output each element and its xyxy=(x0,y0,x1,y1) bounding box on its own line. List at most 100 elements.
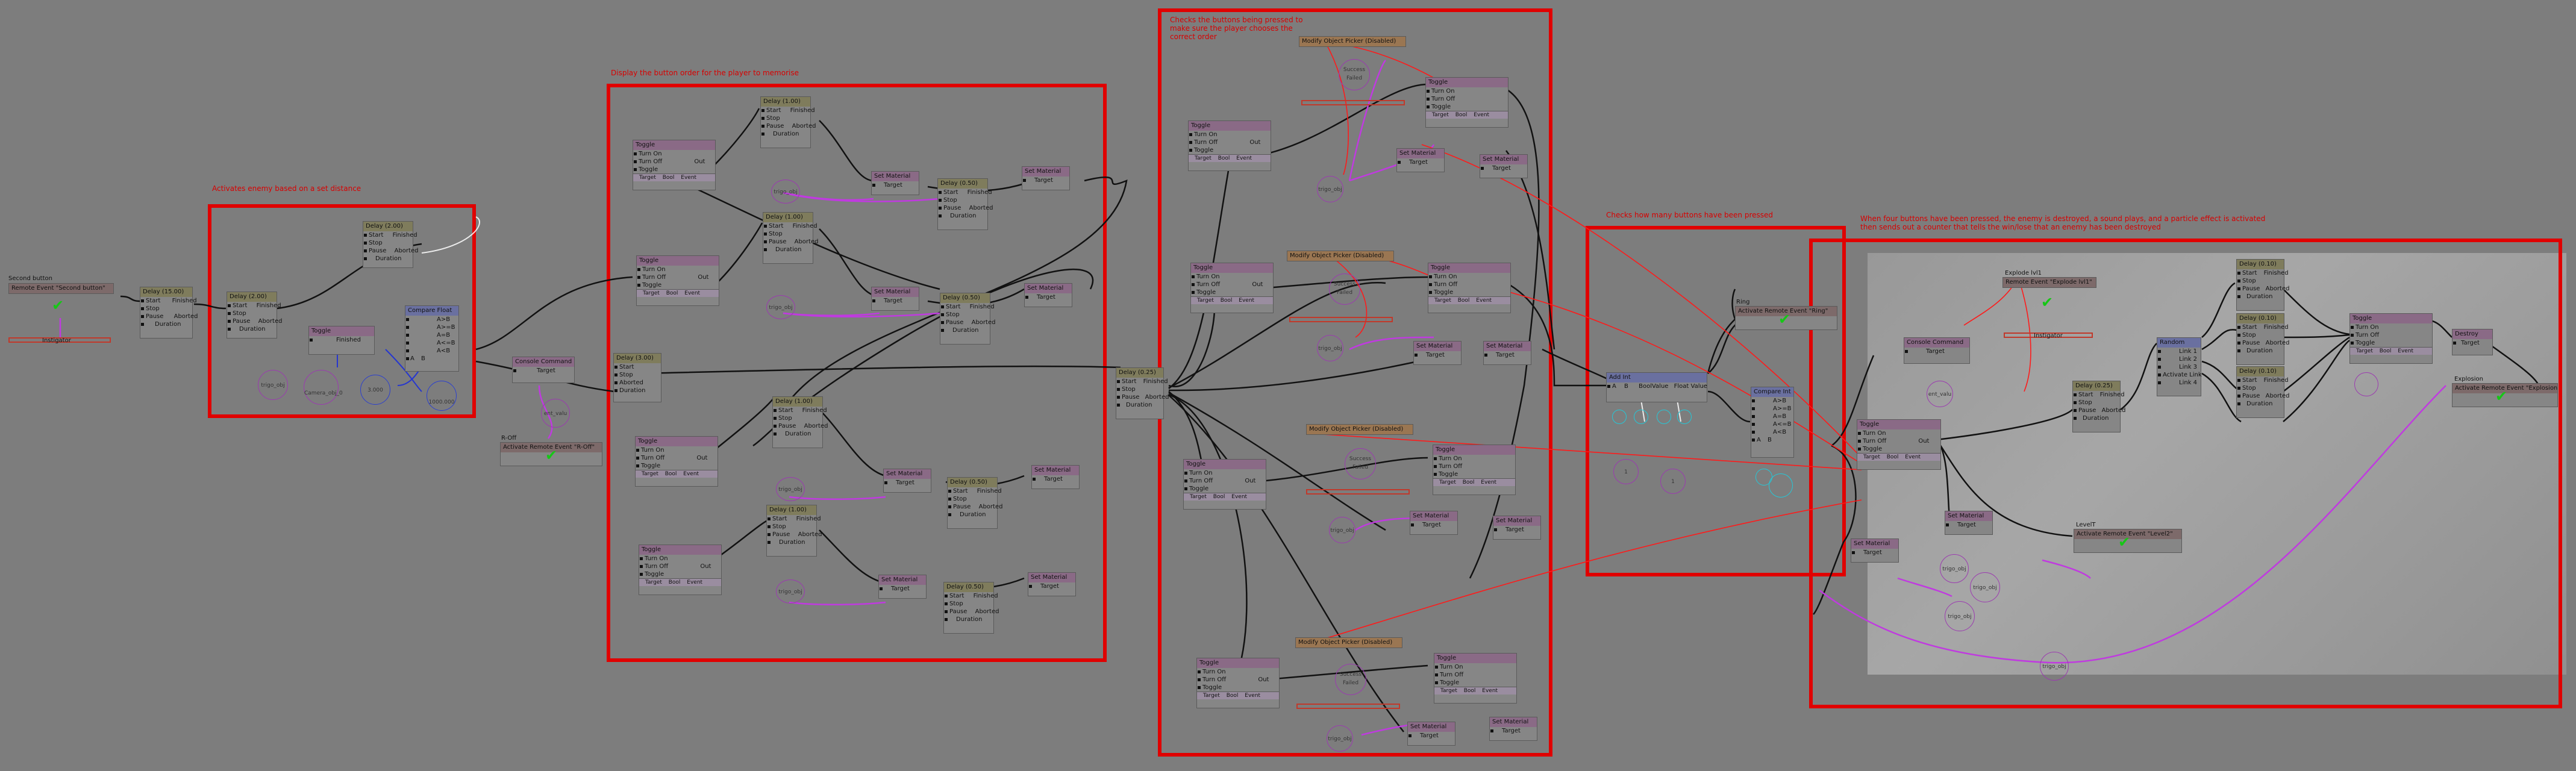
pin-start[interactable]: Start Finished xyxy=(2237,269,2289,277)
activate-remote-level2[interactable]: Activate Remote Event "Level2" xyxy=(2074,529,2182,553)
trigger-obj-var[interactable]: trigo_obj xyxy=(258,370,288,400)
console-command-node-2[interactable]: Console Command Target xyxy=(1904,337,1970,364)
display-toggle-1[interactable]: Toggle Turn On Turn Off Out Toggle Targe… xyxy=(633,140,716,190)
pin-target[interactable]: Target xyxy=(1408,732,1455,740)
pin-turn-off[interactable]: Turn Off xyxy=(1433,463,1515,470)
pin-target[interactable]: Target xyxy=(1025,293,1072,301)
pin-toggle[interactable]: Toggle xyxy=(1189,146,1271,154)
pin-toggle[interactable]: Toggle xyxy=(637,281,719,289)
pin-stop[interactable]: Stop xyxy=(767,523,816,531)
delay-15-node[interactable]: Delay (15.00) Start Finished Stop Pause … xyxy=(140,287,198,339)
pin-target[interactable]: Target xyxy=(1484,351,1531,359)
pin-stop[interactable]: Stop xyxy=(948,495,997,503)
pin-pause[interactable]: Aborted xyxy=(614,379,661,387)
pin-toggle[interactable]: Toggle xyxy=(639,570,721,578)
pin-turn-on[interactable]: Turn On xyxy=(1184,469,1266,477)
delay-3-node[interactable]: Delay (3.00) Start Stop Aborted Duration xyxy=(613,353,661,402)
check-toggle-left-2[interactable]: Toggle Turn On Turn Off Out Toggle Targe… xyxy=(1190,263,1274,313)
trigger-var-d3[interactable]: trigo_obj xyxy=(776,477,805,501)
pin-start[interactable]: Start Finished xyxy=(948,487,1002,495)
delay-d4b[interactable]: Delay (0.50) Start Finished Stop Pause A… xyxy=(943,582,999,634)
pin-turn-on[interactable]: Turn On xyxy=(1428,273,1510,281)
pin-pause[interactable]: Pause Aborted xyxy=(763,238,818,246)
pin-target[interactable]: Target xyxy=(872,181,919,189)
display-delay-3[interactable]: Delay (1.00) Start Finished Stop Pause A… xyxy=(772,396,828,448)
pin-link4[interactable]: Link 4 xyxy=(2157,379,2201,387)
int-var-4[interactable] xyxy=(1677,410,1692,424)
pin-a-b[interactable]: A B xyxy=(1751,436,1793,444)
pin-duration[interactable]: Duration xyxy=(2237,347,2284,355)
pin-turn-on[interactable]: Turn On xyxy=(2350,323,2432,331)
check-toggle-right-1[interactable]: Toggle Turn On Turn Off Toggle Target Bo… xyxy=(1425,77,1508,128)
remote-event-second-button[interactable]: Remote Event "Second button" xyxy=(8,283,114,294)
pin-ab[interactable]: A B xyxy=(405,355,458,363)
pin-start[interactable]: Start Finished xyxy=(761,107,815,114)
pin-duration[interactable]: Duration xyxy=(140,320,192,328)
pin-start[interactable]: Start Finished xyxy=(767,515,821,523)
pin-duration[interactable]: Duration xyxy=(1116,401,1163,409)
check-toggle-right-3[interactable]: Toggle Turn On Turn Off Toggle Target Bo… xyxy=(1433,445,1516,495)
check-set-material-2a[interactable]: Set Material Target xyxy=(1413,341,1462,365)
add-int-node[interactable]: Add Int A B BoolValue Float Value xyxy=(1606,372,1707,402)
compare-float-node[interactable]: Compare Float A>B A>=B A=B A<=B A<B A B xyxy=(405,305,459,372)
pin-pause[interactable]: Pause Aborted xyxy=(227,317,282,325)
pin-pause[interactable]: Pause Aborted xyxy=(940,319,995,326)
rand-obj-var[interactable] xyxy=(2354,372,2378,396)
pin-duration[interactable]: Duration xyxy=(227,325,277,333)
pin-target[interactable]: Target xyxy=(1945,521,1992,529)
pin-toggle[interactable]: Toggle xyxy=(1428,289,1510,296)
pin-ab[interactable]: A>B xyxy=(1751,397,1793,405)
pin-turn-off[interactable]: Turn Off Out xyxy=(1197,676,1279,684)
activate-remote-ring[interactable]: Activate Remote Event "Ring" xyxy=(1735,306,1837,330)
pin-turn-off[interactable]: Turn Off xyxy=(1428,281,1510,289)
pin-turn-off[interactable]: Turn Off Out xyxy=(639,563,721,570)
pin-turn-on[interactable]: Turn On xyxy=(1426,87,1508,95)
trigger-var-d2[interactable]: trigo_obj xyxy=(766,295,795,319)
pin-start[interactable]: Start Finished xyxy=(940,303,995,311)
delay-link-node[interactable]: Delay (0.25) Start Finished Stop Pause A… xyxy=(1116,367,1169,419)
pin-link1[interactable]: Link 1 xyxy=(2157,348,2201,355)
delay-final-node[interactable]: Delay (0.25) Start Finished Stop Pause A… xyxy=(2072,381,2125,432)
pin-stop[interactable]: Stop xyxy=(773,414,822,422)
int-var-compare-b[interactable] xyxy=(1769,473,1793,498)
final-set-material-2[interactable]: Set Material Target xyxy=(1851,538,1899,563)
set-material-d4[interactable]: Set Material Target xyxy=(878,575,927,599)
obj-var-count-1[interactable]: 1 xyxy=(1613,459,1639,484)
pin-stop[interactable]: Stop xyxy=(940,311,990,319)
display-toggle-3[interactable]: Toggle Turn On Turn Off Out Toggle Targe… xyxy=(635,436,718,487)
trigger-var-f1[interactable]: trigo_obj xyxy=(1940,554,1969,583)
pin-start[interactable]: Start xyxy=(614,363,661,371)
delay-2-node-a[interactable]: Delay (2.00) Start Finished Stop Pause A… xyxy=(227,292,282,339)
pin-toggle[interactable]: Toggle xyxy=(1857,445,1940,453)
pin-duration[interactable]: Duration xyxy=(614,387,661,395)
delay-2-node-b[interactable]: Delay (2.00) Start Finished Stop Pause A… xyxy=(363,221,418,268)
pin-b[interactable]: A>=B xyxy=(405,323,458,331)
pin-duration[interactable]: Duration xyxy=(948,511,997,519)
pin-start[interactable]: Start Finished xyxy=(763,222,818,230)
pin-target[interactable]: Target xyxy=(1032,475,1079,483)
toggle-node-enemy[interactable]: Toggle Finished xyxy=(308,326,375,355)
pin-target[interactable]: Target xyxy=(1397,158,1444,166)
pin-turn-off[interactable]: Turn Off Out xyxy=(1184,477,1266,485)
pin-stop[interactable]: Stop xyxy=(938,196,987,204)
pin-start[interactable]: Start Finished xyxy=(1116,378,1168,386)
pin-ab[interactable]: A B BoolValue Float Value xyxy=(1607,382,1707,390)
pin-aleb[interactable]: A<=B xyxy=(1751,420,1793,428)
compare-int-node[interactable]: Compare Int A>B A>=B A=B A<=B A<B A B xyxy=(1751,387,1794,458)
check-set-material-4b[interactable]: Set Material Target xyxy=(1489,717,1537,741)
pin-duration[interactable]: Duration xyxy=(763,246,813,254)
pin-pause[interactable]: Pause Aborted xyxy=(2237,285,2289,293)
pin-turn-off[interactable]: Turn Off Out xyxy=(633,158,715,166)
pin-turn-on[interactable]: Turn On xyxy=(637,266,719,273)
pin-pause[interactable]: Pause Aborted xyxy=(761,122,816,130)
pin-target[interactable]: Target xyxy=(872,297,919,305)
activate-remote-roff[interactable]: Activate Remote Event "R-Off" xyxy=(500,442,602,466)
final-toggle-node[interactable]: Toggle Turn On Turn Off Out Toggle Targe… xyxy=(1857,419,1941,470)
check-toggle-left-3[interactable]: Toggle Turn On Turn Off Out Toggle Targe… xyxy=(1183,459,1266,510)
picker-node-3[interactable]: Modify Object Picker (Disabled) xyxy=(1306,424,1413,435)
pin-turn-on[interactable]: Turn On xyxy=(639,555,721,563)
pin-duration[interactable]: Duration xyxy=(2073,414,2120,422)
pin-pause[interactable]: Pause Aborted xyxy=(767,531,822,538)
pin-turn-on[interactable]: Turn On xyxy=(1191,273,1273,281)
